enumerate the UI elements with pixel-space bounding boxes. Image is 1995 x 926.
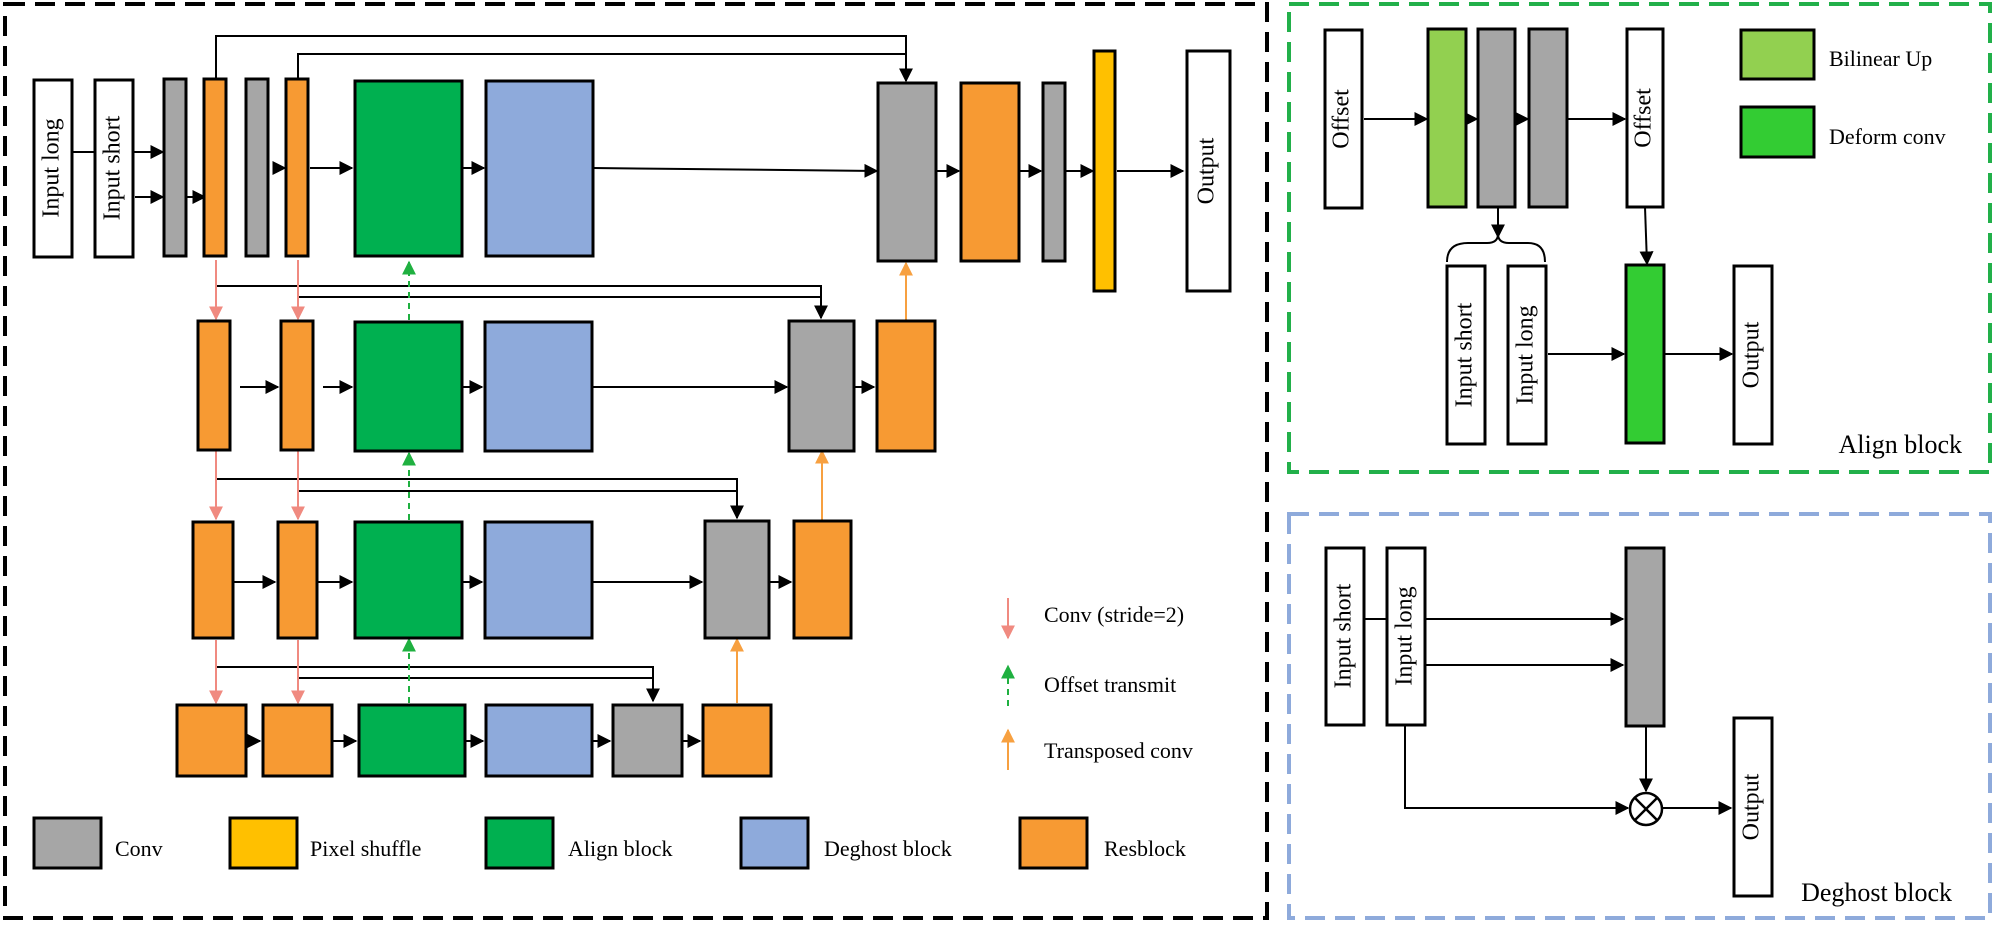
offset-input-box bbox=[1323, 28, 1364, 210]
offset-input-label: Offset bbox=[1329, 89, 1355, 149]
resblock bbox=[261, 703, 334, 778]
legend-swatch-align-block bbox=[484, 816, 555, 870]
align-input-long-label: Input long bbox=[1513, 305, 1539, 404]
input-short-box bbox=[1445, 264, 1487, 446]
deghost-output-label: Output bbox=[1739, 773, 1765, 840]
transposed-conv-label: Transposed conv bbox=[1044, 738, 1193, 763]
legend-swatch-bilinear-up bbox=[1739, 28, 1816, 81]
pixel-shuffle-block bbox=[1092, 49, 1117, 293]
align-block bbox=[353, 320, 464, 453]
deghost-block bbox=[484, 703, 594, 778]
deform-conv-block bbox=[1624, 263, 1666, 445]
resblock bbox=[276, 520, 319, 640]
resblock bbox=[875, 319, 937, 453]
legend-label-align-block: Align block bbox=[568, 836, 673, 861]
align-panel-connectors bbox=[1364, 112, 1734, 361]
conv-block bbox=[1527, 27, 1569, 209]
conv-stride2-arrows bbox=[209, 260, 305, 705]
align-output-box bbox=[1732, 264, 1774, 446]
resblock bbox=[701, 703, 773, 778]
input-long-box bbox=[1506, 264, 1548, 446]
deghost-input-short-label: Input short bbox=[1331, 583, 1357, 688]
legend-label-pixel-shuffle: Pixel shuffle bbox=[310, 836, 421, 861]
resblock bbox=[202, 77, 228, 258]
conv-block bbox=[1041, 81, 1067, 263]
deghost-block-frame bbox=[1287, 512, 1992, 920]
resblock bbox=[196, 319, 232, 452]
main-network-frame bbox=[3, 2, 1269, 920]
deghost-panel-blocks bbox=[1324, 546, 1774, 898]
legend-label-resblock: Resblock bbox=[1104, 836, 1186, 861]
align-block bbox=[353, 79, 464, 258]
conv-block bbox=[162, 77, 188, 258]
deghost-block bbox=[483, 520, 594, 640]
deghost-block-title: Deghost block bbox=[1801, 878, 1952, 907]
input-short-box bbox=[93, 78, 135, 259]
multiply-icon bbox=[1628, 791, 1664, 827]
main-blocks bbox=[32, 49, 1232, 778]
input-long-box bbox=[1385, 546, 1427, 727]
bilinear-up-block bbox=[1426, 27, 1468, 209]
align-output-label: Output bbox=[1739, 321, 1765, 388]
conv-block bbox=[244, 77, 270, 258]
bilinear-up-legend-label: Bilinear Up bbox=[1829, 46, 1932, 71]
conv-block bbox=[876, 81, 938, 263]
align-block bbox=[353, 520, 464, 640]
resblock bbox=[959, 81, 1021, 263]
conv-block bbox=[787, 319, 856, 453]
block-legend: Conv Pixel shuffle Align block Deghost b… bbox=[32, 816, 1186, 870]
align-block bbox=[357, 703, 467, 778]
align-input-short-label: Input short bbox=[1452, 302, 1478, 407]
offset-transmit-label: Offset transmit bbox=[1044, 672, 1176, 697]
conv-block bbox=[1476, 27, 1517, 209]
resblock bbox=[191, 520, 235, 640]
legend-label-deghost-block: Deghost block bbox=[824, 836, 952, 861]
resblock bbox=[175, 703, 248, 778]
legend-swatch-deghost-block bbox=[739, 816, 810, 870]
conv-block bbox=[703, 519, 771, 640]
resblock bbox=[279, 319, 315, 452]
legend-swatch-pixel-shuffle bbox=[228, 816, 299, 870]
offset-output-box bbox=[1625, 27, 1665, 209]
input-short-box bbox=[1324, 546, 1366, 727]
conv-stride2-label: Conv (stride=2) bbox=[1044, 602, 1184, 627]
conv-block bbox=[611, 703, 684, 778]
offset-output-label: Offset bbox=[1631, 88, 1657, 148]
align-block-title: Align block bbox=[1839, 430, 1963, 459]
output-box bbox=[1185, 49, 1232, 293]
legend-swatch-deform-conv bbox=[1739, 105, 1816, 159]
arrow-type-annotations: Conv (stride=2) Offset transmit Transpos… bbox=[1001, 598, 1193, 770]
deform-conv-legend-label: Deform conv bbox=[1829, 124, 1946, 149]
legend-label-conv: Conv bbox=[115, 836, 163, 861]
legend-swatch-resblock bbox=[1018, 816, 1089, 870]
align-panel-blocks bbox=[1323, 27, 1816, 446]
input-long-box bbox=[32, 78, 74, 259]
transposed-conv-arrows bbox=[730, 261, 913, 703]
input-short-label: Input short bbox=[100, 115, 126, 220]
output-label: Output bbox=[1194, 137, 1220, 204]
resblock bbox=[284, 77, 310, 258]
legend-swatch-conv bbox=[32, 816, 103, 870]
deghost-input-long-label: Input long bbox=[1392, 586, 1418, 685]
deghost-block bbox=[483, 320, 594, 453]
deghost-output-box bbox=[1732, 716, 1774, 898]
main-connectors bbox=[68, 35, 1185, 748]
input-long-label: Input long bbox=[39, 118, 65, 217]
deghost-block bbox=[484, 79, 595, 258]
conv-block bbox=[1624, 546, 1666, 728]
resblock bbox=[792, 519, 853, 640]
align-block-frame bbox=[1287, 2, 1992, 474]
